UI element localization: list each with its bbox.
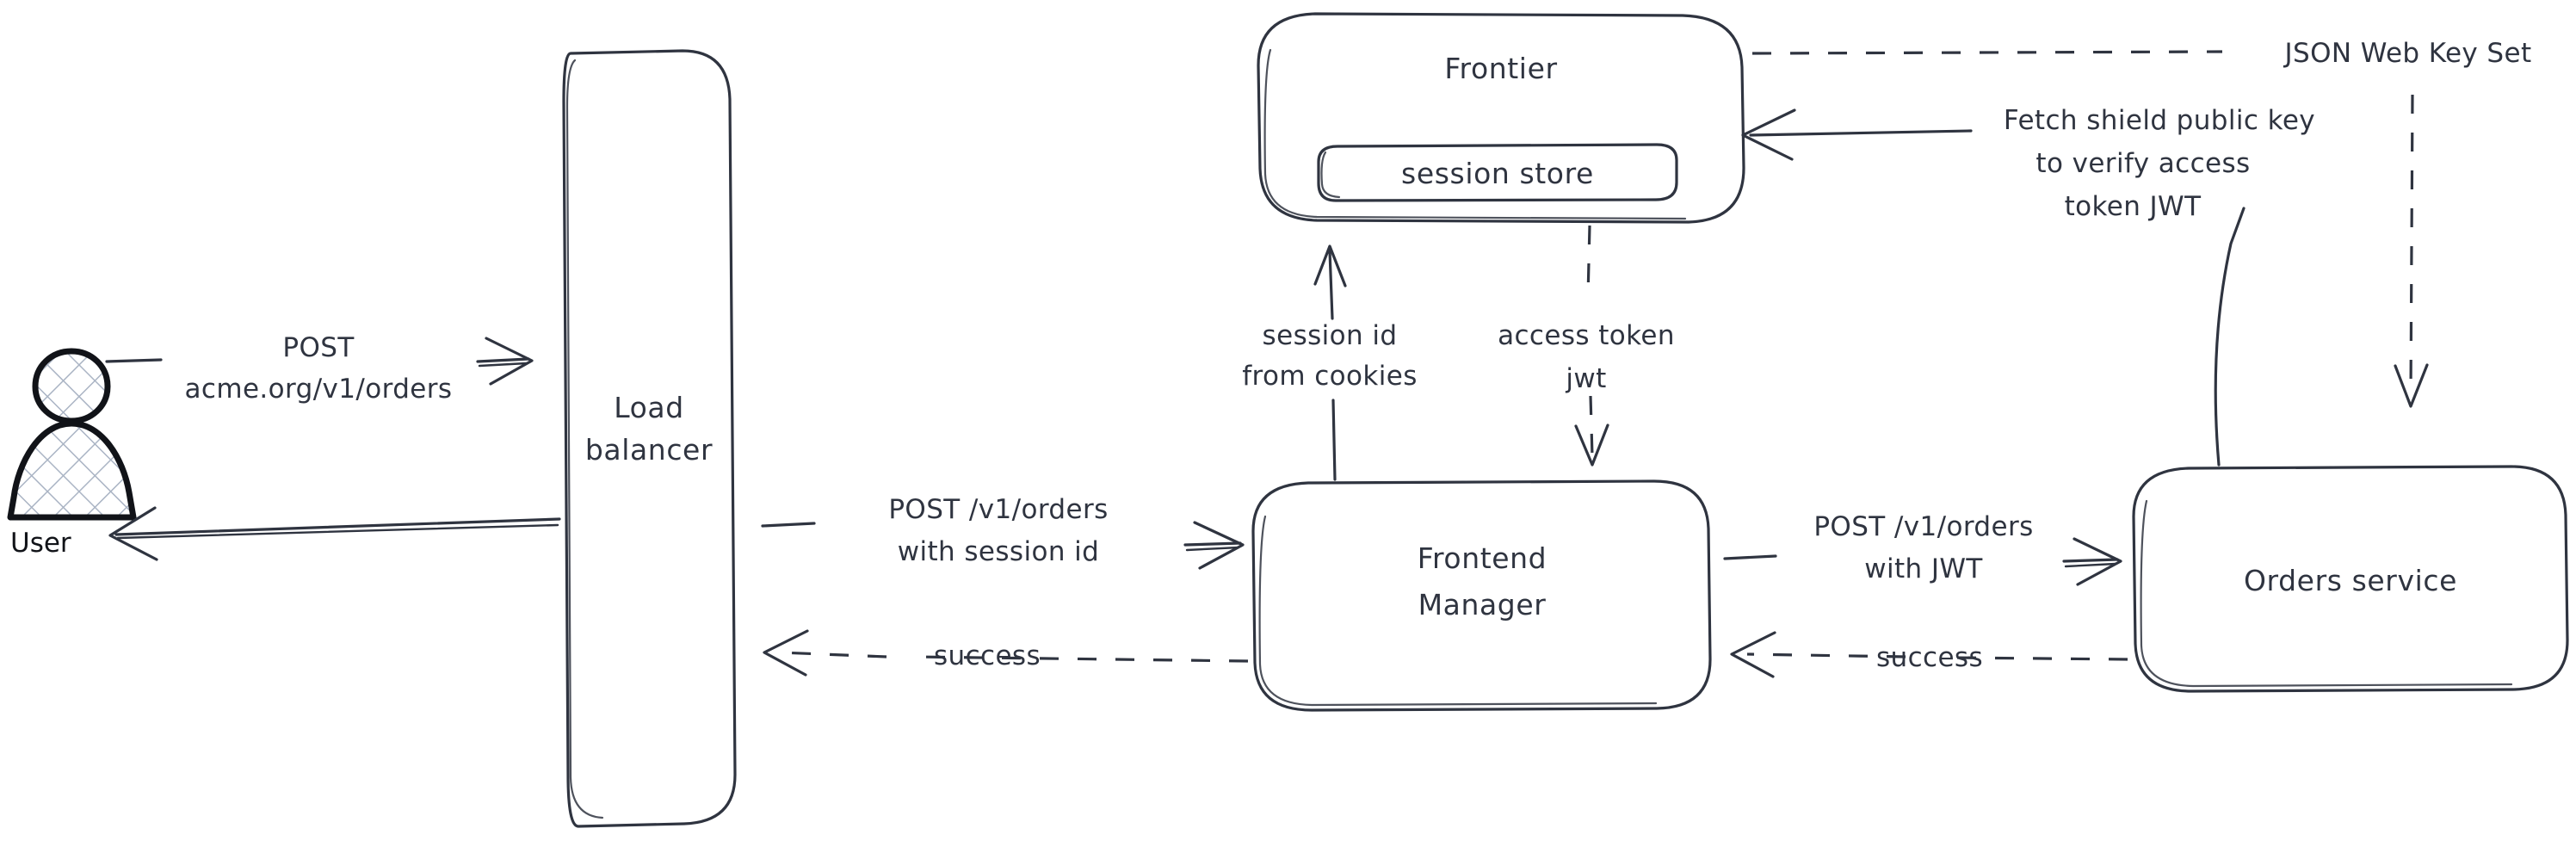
node-frontend-manager-label-2: Manager xyxy=(1418,588,1547,621)
edge-fm-to-orders-label-2: with JWT xyxy=(1864,553,1983,584)
edge-frontier-to-frontend-manager: access token jwt xyxy=(1498,225,1675,467)
edge-fm-to-frontier-label-1: session id xyxy=(1263,320,1398,351)
node-orders-service[interactable]: Orders service xyxy=(2132,465,2569,693)
edge-frontier-to-fm-label-1: access token xyxy=(1498,320,1675,351)
edge-orders-to-frontier-label-2: to verify access xyxy=(2035,148,2250,179)
node-frontend-manager-label-1: Frontend xyxy=(1418,541,1547,575)
node-frontier-label: Frontier xyxy=(1444,52,1557,85)
edge-frontend-manager-to-frontier: session id from cookies xyxy=(1242,244,1418,481)
edge-frontend-manager-to-orders-service: POST /v1/orders with JWT xyxy=(1723,511,2122,586)
edge-frontier-to-orders-label: JSON Web Key Set xyxy=(2283,38,2531,69)
edge-user-to-load-balancer: POST acme.org/v1/orders xyxy=(105,332,534,405)
node-orders-service-label: Orders service xyxy=(2244,564,2457,597)
edge-orders-to-frontier-label-3: token JWT xyxy=(2065,191,2202,222)
edge-load-balancer-to-user xyxy=(108,506,561,561)
edge-frontier-to-orders-service: JSON Web Key Set xyxy=(1751,38,2531,408)
person-icon xyxy=(7,348,137,521)
edge-user-to-lb-label-2: acme.org/v1/orders xyxy=(185,374,453,405)
edge-frontend-manager-to-load-balancer: success xyxy=(763,629,1249,677)
node-session-store[interactable]: session store xyxy=(1317,143,1678,202)
edge-load-balancer-to-frontend-manager: POST /v1/orders with session id xyxy=(761,494,1245,570)
node-load-balancer-label-1: Load xyxy=(614,391,684,424)
edge-lb-to-fm-label-2: with session id xyxy=(898,536,1100,567)
node-session-store-label: session store xyxy=(1401,157,1594,190)
node-load-balancer[interactable]: Load balancer xyxy=(562,49,737,828)
edge-orders-to-fm-label: success xyxy=(1876,642,1983,673)
edge-orders-service-to-frontend-manager: success xyxy=(1730,631,2128,678)
actor-user-label: User xyxy=(10,528,71,559)
edge-frontier-to-fm-label-2: jwt xyxy=(1565,363,1606,394)
node-frontier[interactable]: Frontier session store xyxy=(1257,12,1745,224)
edge-fm-to-lb-label: success xyxy=(934,640,1041,671)
actor-user[interactable]: User xyxy=(7,348,137,559)
edge-lb-to-fm-label-1: POST /v1/orders xyxy=(888,494,1108,525)
node-load-balancer-label-2: balancer xyxy=(585,433,713,467)
node-frontend-manager[interactable]: Frontend Manager xyxy=(1251,479,1712,712)
edge-fm-to-orders-label-1: POST /v1/orders xyxy=(1813,511,2033,542)
edge-orders-service-to-frontier: Fetch shield public key to verify access… xyxy=(1741,105,2315,467)
edge-fm-to-frontier-label-2: from cookies xyxy=(1242,361,1418,392)
edge-user-to-lb-label-1: POST xyxy=(282,332,355,363)
edge-orders-to-frontier-label-1: Fetch shield public key xyxy=(2004,105,2315,136)
